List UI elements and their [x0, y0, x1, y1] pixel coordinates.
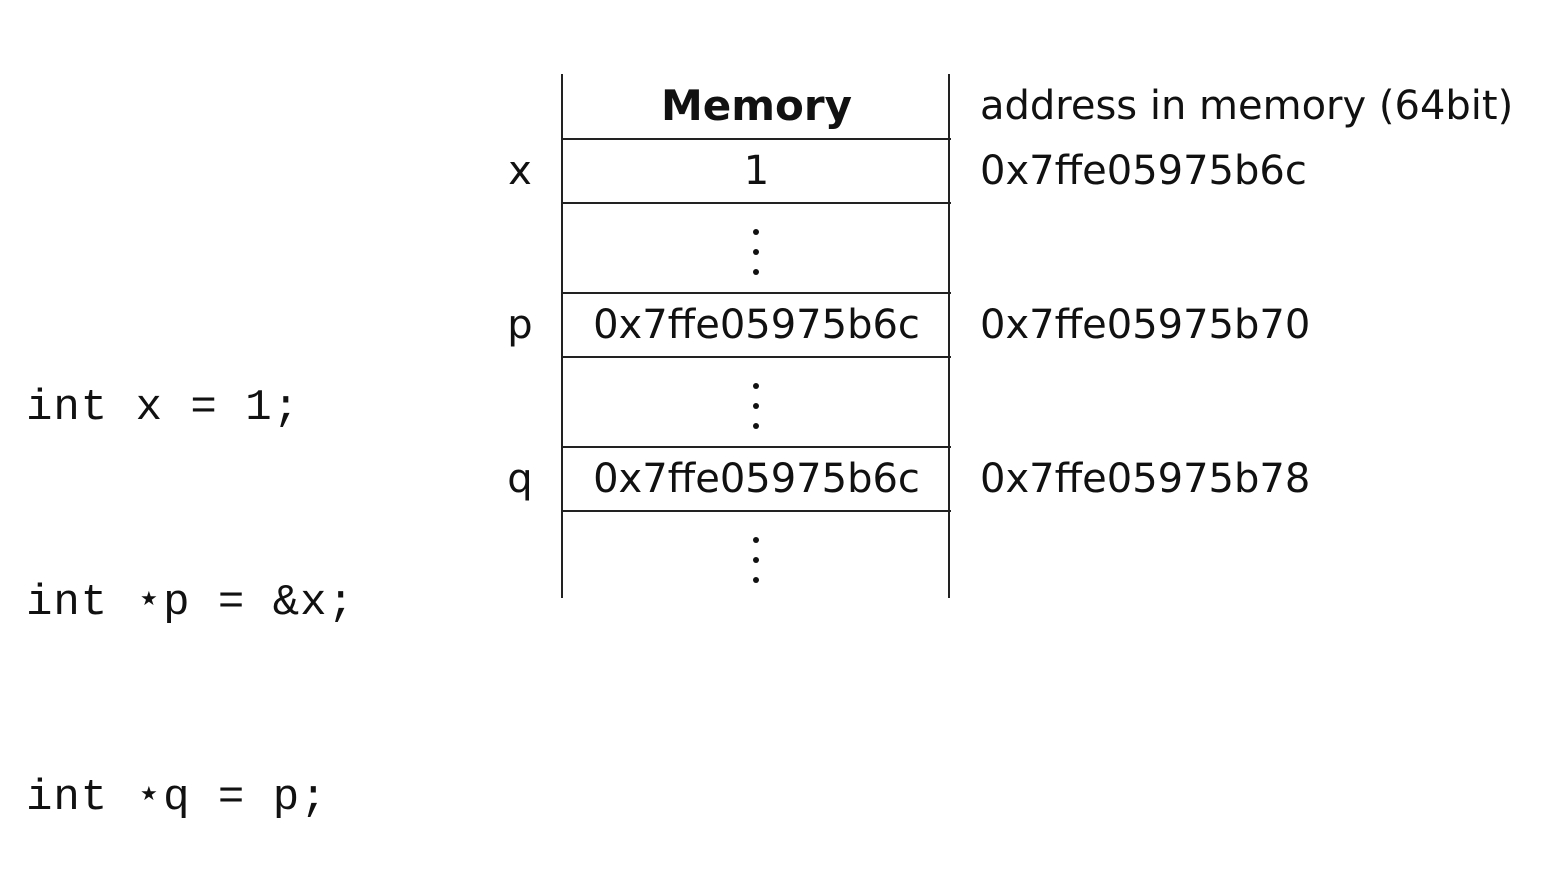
memory-cell-p: 0x7ffe05975b6c	[593, 302, 920, 348]
cell-border	[562, 446, 951, 448]
code-line: int x = 1;	[26, 383, 301, 433]
cell-border	[562, 202, 951, 204]
memory-header: Memory	[661, 81, 852, 130]
cell-border	[562, 510, 951, 512]
variable-label-p: p	[507, 302, 533, 348]
memory-cell-q: 0x7ffe05975b6c	[593, 456, 920, 502]
address-x: 0x7ffe05975b6c	[980, 148, 1307, 194]
address-p: 0x7ffe05975b70	[980, 302, 1311, 348]
code-line: int ⋆q = p;	[26, 773, 328, 823]
code-block: int x = 1; int ⋆p = &x; int ⋆q = p;	[26, 246, 355, 896]
code-line: int ⋆p = &x;	[26, 578, 355, 628]
cell-border	[562, 292, 951, 294]
vertical-ellipsis	[750, 512, 762, 598]
vertical-ellipsis	[750, 204, 762, 292]
variable-label-q: q	[507, 456, 533, 502]
memory-right-border	[948, 74, 950, 598]
cell-border	[562, 356, 951, 358]
address-q: 0x7ffe05975b78	[980, 456, 1311, 502]
variable-label-x: x	[508, 148, 532, 194]
vertical-ellipsis	[750, 358, 762, 446]
address-header: address in memory (64bit)	[980, 83, 1514, 129]
cell-border	[562, 138, 951, 140]
memory-cell-x: 1	[743, 148, 770, 194]
memory-left-border	[561, 74, 563, 598]
